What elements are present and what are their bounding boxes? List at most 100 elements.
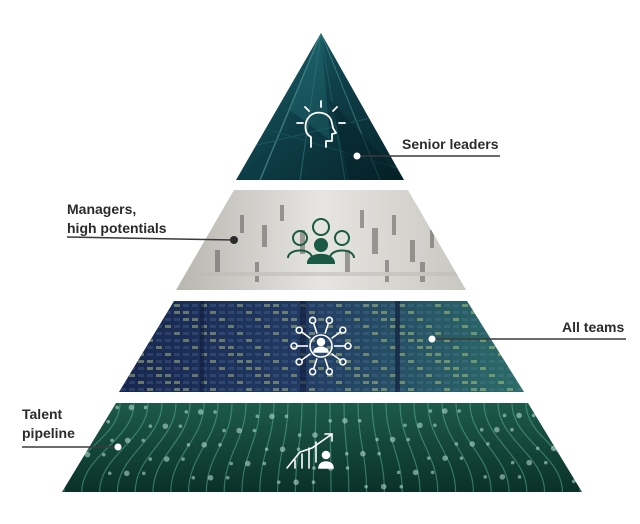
building-window [399, 311, 405, 314]
building-window [489, 318, 495, 321]
building-window [174, 353, 180, 356]
building-window [462, 374, 468, 377]
building-window [462, 381, 468, 384]
building-window [354, 360, 360, 363]
building-window [309, 304, 315, 307]
building-window [174, 374, 180, 377]
building-window [471, 374, 477, 377]
building-window [381, 360, 387, 363]
building-window [219, 304, 225, 307]
building-window [228, 367, 234, 370]
building-window [120, 311, 126, 314]
building-window [426, 346, 432, 349]
building-window [120, 304, 126, 307]
building-window [390, 311, 396, 314]
building-window [327, 388, 333, 391]
building-window [138, 339, 144, 342]
building-window [426, 367, 432, 370]
building-window [165, 304, 171, 307]
building-window [381, 311, 387, 314]
building-window [480, 304, 486, 307]
building-window [507, 381, 513, 384]
building-window [246, 311, 252, 314]
label-managers-line-2: high potentials [67, 220, 167, 236]
building-window [426, 353, 432, 356]
building-window [192, 388, 198, 391]
building-window [444, 381, 450, 384]
building-window [174, 332, 180, 335]
data-stream-dot [293, 479, 299, 486]
building-window [471, 381, 477, 384]
building-window [228, 339, 234, 342]
tier-managers-texture [200, 205, 460, 282]
building-window [489, 353, 495, 356]
building-window [273, 367, 279, 370]
data-stream-dot [483, 475, 488, 479]
data-stream-dot [426, 456, 431, 460]
building-window [372, 388, 378, 391]
connector-talent-pipeline [22, 443, 122, 451]
building-window [498, 318, 504, 321]
building-window [255, 339, 261, 342]
building-window [408, 353, 414, 356]
building-window [498, 346, 504, 349]
network-link [331, 352, 341, 361]
building-window [489, 332, 495, 335]
building-window [129, 388, 135, 391]
data-stream-line [170, 403, 205, 492]
building-window [480, 374, 486, 377]
building-window [183, 339, 189, 342]
building-window [282, 388, 288, 391]
building-window [453, 388, 459, 391]
building-window [282, 360, 288, 363]
data-stream-dot [357, 419, 362, 423]
building-window [165, 353, 171, 356]
building-window [219, 374, 225, 377]
building-window [381, 346, 387, 349]
building-window [435, 381, 441, 384]
building-window [345, 346, 351, 349]
building-window [489, 388, 495, 391]
building-window [129, 374, 135, 377]
building-window [138, 353, 144, 356]
building-window [192, 360, 198, 363]
building-window [228, 325, 234, 328]
building-window [174, 318, 180, 321]
building-window [417, 318, 423, 321]
building-window [453, 353, 459, 356]
building-window [165, 346, 171, 349]
building-window [507, 346, 513, 349]
building-window [363, 325, 369, 328]
building-window [381, 325, 387, 328]
building-window [282, 367, 288, 370]
building-window [309, 318, 315, 321]
building-window [273, 381, 279, 384]
building-window [318, 304, 324, 307]
building-window [282, 346, 288, 349]
building-window [462, 332, 468, 335]
building-window [120, 332, 126, 335]
data-stream-dot [399, 484, 404, 489]
building-window [237, 304, 243, 307]
building-window [147, 367, 153, 370]
data-stream-dot [442, 455, 448, 461]
building-window [354, 332, 360, 335]
building-window [219, 325, 225, 328]
data-stream-dot [345, 466, 350, 470]
data-stream-dot [510, 427, 514, 432]
building-window [120, 381, 126, 384]
building-window [399, 360, 405, 363]
building-window [444, 339, 450, 342]
building-window [237, 325, 243, 328]
building-window [390, 388, 396, 391]
building-window [291, 325, 297, 328]
data-stream-dot [213, 410, 217, 414]
data-stream-dot [417, 422, 423, 429]
building-window [435, 346, 441, 349]
building-window [435, 360, 441, 363]
building-window [255, 332, 261, 335]
data-stream-dot [262, 461, 267, 466]
building-window [174, 367, 180, 370]
building-window [165, 374, 171, 377]
building-window [507, 388, 513, 391]
